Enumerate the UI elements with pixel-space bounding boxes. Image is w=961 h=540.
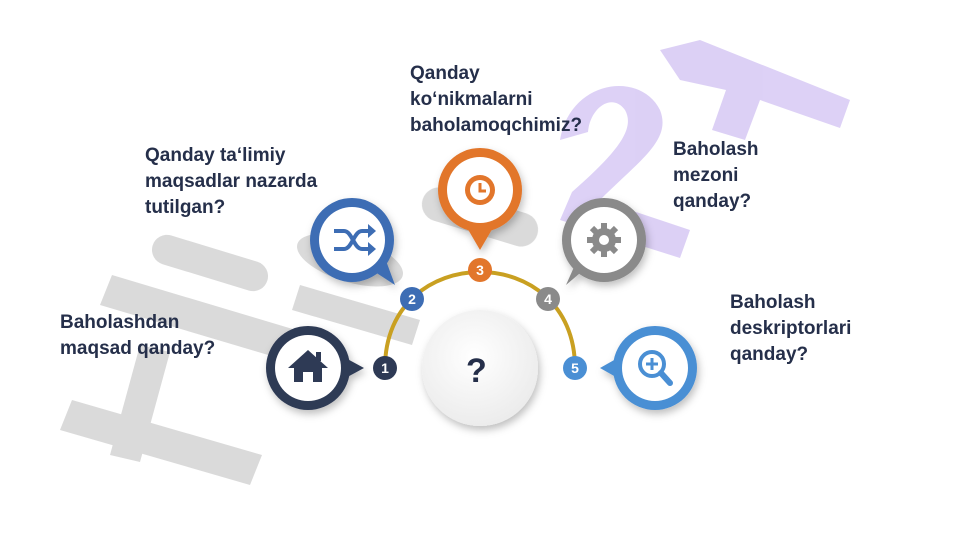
step-badge-4: 4: [536, 287, 560, 311]
question-1-text: Baholashdan maqsad qanday?: [60, 312, 216, 359]
gear-icon: [587, 223, 621, 257]
step-badge-1: 1: [373, 356, 397, 380]
step-badge-2: 2: [400, 287, 424, 311]
step-badge-3: 3: [468, 258, 492, 282]
step-number-4: 4: [544, 291, 552, 307]
question-3-text: Qanday koʻnikmalarni baholamoqchimiz?: [410, 63, 583, 136]
center-question-mark: ?: [466, 352, 487, 390]
question-4-text: Baholash mezoni qanday?: [673, 139, 759, 212]
step-number-2: 2: [408, 291, 416, 307]
pin-5[interactable]: [600, 326, 697, 410]
clock-icon: [465, 175, 495, 205]
step-number-5: 5: [571, 360, 579, 376]
center-hub: [422, 310, 538, 426]
question-5-text: Baholash deskriptorlari qanday?: [730, 292, 852, 365]
step-number-3: 3: [476, 262, 484, 278]
question-2-text: Qanday taʻlimiy maqsadlar nazarda tutilg…: [145, 145, 318, 218]
shuffle-icon: [334, 224, 376, 256]
step-number-1: 1: [381, 360, 389, 376]
zoom-in-icon: [638, 350, 673, 386]
step-badge-5: 5: [563, 356, 587, 380]
home-icon: [288, 350, 328, 382]
